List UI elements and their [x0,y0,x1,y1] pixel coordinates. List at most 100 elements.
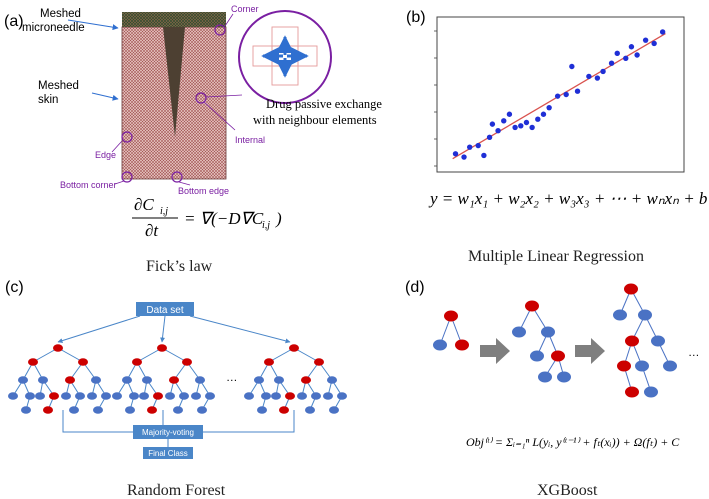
xgb-tree-2-node [538,371,552,383]
rf-tree-3-node [264,358,274,366]
rf-tree-1-node [87,392,97,400]
panel-b: (b) y = w₁x₁ + w₂x₂ + w₃x₃ + ⋯ + wₙxₙ + … [406,9,707,265]
scatter-point [586,73,592,80]
meshed-skin-label-line2: skin [38,94,58,106]
edge-marker [121,131,133,143]
fick-rhs: = ∇(−D∇C [184,209,264,228]
scatter-point [486,134,493,141]
corner-marker [214,24,226,36]
panel-a: (a) Meshed microneedle Meshed skin Corne… [4,4,382,275]
fick-denominator: ∂t [145,221,159,240]
xgb-tree-3-node [613,309,627,321]
rf-tree-1-node [8,392,18,400]
rf-tree-2-edge [136,347,163,363]
majority-voting-label: Majority-voting [142,428,194,437]
rf-tree-1-node [21,406,31,414]
scatter-point [614,50,620,57]
scatter-point [651,40,657,47]
xgb-tree-2-node [512,326,526,338]
rf-tree-2-node [147,406,157,414]
rf-tree-3-node [261,392,271,400]
panel-d-label: (d) [405,279,425,296]
data-set-arrow-left [57,315,141,344]
bottom-edge-marker [171,171,183,183]
xgb-tree-2-node [557,371,571,383]
scatter-points [452,29,666,160]
internal-leader [205,94,243,98]
panel-a-caption: Fick’s law [146,258,213,275]
scatter-ticks [434,30,437,167]
rf-tree-1-node [49,392,59,400]
rf-tree-1-node [65,376,75,384]
xgb-tree-3-node [635,360,649,372]
internal-label: Internal [235,135,265,145]
rf-tree-2-node [197,406,207,414]
scatter-point [623,55,629,61]
rf-tree-1-node [53,344,63,352]
rf-tree-3-node [305,406,315,414]
scatter-point [452,151,459,157]
rf-tree-3-node [323,392,333,400]
final-class-label: Final Class [148,449,188,458]
rf-tree-1-node [28,358,38,366]
rf-tree-1-node [75,392,85,400]
bottom-corner-marker [121,171,133,183]
rf-tree-3-node [297,392,307,400]
scatter-point [600,68,606,75]
rf-tree-3-node [289,344,299,352]
xgb-tree-2-node [541,326,555,338]
scatter-point [540,111,547,117]
rf-tree-3-node [329,406,339,414]
scatter-point [506,111,513,117]
scatter-point [501,118,507,124]
rf-tree-1-node [38,376,48,384]
scatter-point [563,91,569,98]
rf-tree-3-node [244,392,254,400]
panel-c-label: (c) [5,279,24,296]
scatter-point [628,44,635,50]
rf-tree-2-node [195,376,205,384]
panel-b-caption: Multiple Linear Regression [468,248,644,265]
xgb-tree-3-node [624,283,638,295]
rf-tree-1-node [25,392,35,400]
data-set-arrow-right [189,315,291,344]
scatter-point [518,123,524,129]
scatter-point [529,124,535,131]
panel-a-label: (a) [4,13,24,30]
xgb-tree-3-node [625,386,639,398]
rf-tree-3-node [311,392,321,400]
scatter-point [574,88,581,94]
edge-label: Edge [95,150,116,160]
corner-label: Corner [231,4,259,14]
rf-tree-2-edge [161,347,188,363]
scatter-point [608,60,615,66]
xgb-tree-3-node [651,335,665,347]
bottom-corner-leader [114,180,125,185]
meshed-skin-label-line1: Meshed [38,80,79,92]
rf-tree-3-node [314,358,324,366]
rf-tree-1-edge [32,347,59,363]
scatter-point [489,121,496,127]
rf-tree-3-node [337,392,347,400]
scatter-point [594,75,601,81]
scatter-point [535,116,541,122]
xgb-tree-1-node [444,310,458,322]
rf-tree-2-node [122,376,132,384]
meshed-microneedle-label-line1: Meshed [40,8,81,20]
xgb-tree-3-node [663,360,677,372]
random-forest-trees [8,344,347,414]
fick-equation: ∂C i,j ∂t = ∇(−D∇C i,j ) [132,195,282,240]
rf-tree-1-node [91,376,101,384]
rf-tree-1-node [18,376,28,384]
internal-leader-2 [203,101,236,131]
scatter-point [634,52,640,58]
rf-tree-1-edge [57,347,84,363]
rf-tree-3-edge [268,347,295,363]
xgb-tree-2-node [551,350,565,362]
scatter-point [642,37,649,43]
fick-rhs-sub: i,j [262,220,270,231]
rf-tree-2-node [179,392,189,400]
drug-exchange-line1: Drug passive exchange [266,97,382,111]
rf-tree-2-node [169,376,179,384]
scatter-point [546,104,552,111]
